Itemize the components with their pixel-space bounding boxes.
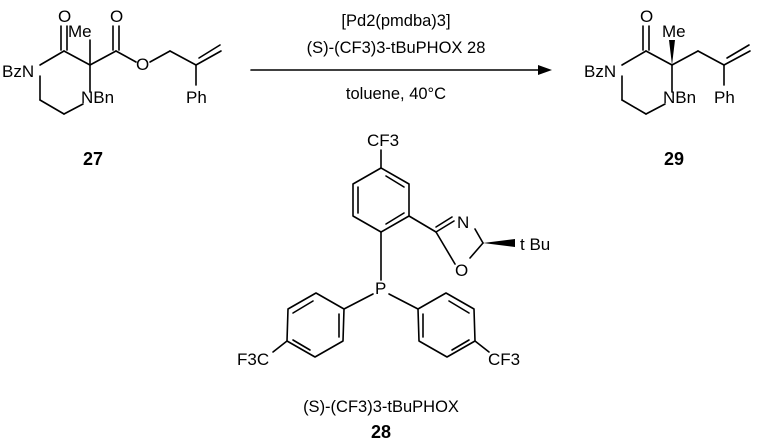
- cf3-left-label: F3C: [237, 350, 269, 369]
- sm-phenyl-label: Ph: [186, 88, 207, 107]
- product-methyl-label: Me: [662, 22, 686, 41]
- product-nbn-label: NBn: [663, 88, 696, 107]
- compound-label-27: 27: [83, 149, 103, 169]
- ligand-name-label: (S)-(CF3)3-tBuPHOX: [303, 398, 459, 416]
- oxazoline-o-label: O: [455, 261, 468, 280]
- starting-material-27: O O O Me BzN NBn Ph 27: [2, 7, 222, 169]
- oxazoline-n-label: N: [457, 213, 469, 232]
- product-phenyl-label: Ph: [714, 88, 735, 107]
- conditions-text: toluene, 40°C: [346, 85, 446, 103]
- product-carbonyl-o-label: O: [640, 7, 653, 26]
- ligand-28-structure: CF3 F3C CF3 N O P t Bu (S)-(CF3)3-tBuPHO…: [237, 131, 550, 442]
- reaction-arrow: [250, 65, 552, 75]
- sm-bzn-label: BzN: [2, 62, 34, 81]
- compound-label-28: 28: [371, 422, 391, 442]
- sm-ether-o-label: O: [136, 55, 149, 74]
- product-29: O Me BzN NBn Ph 29: [584, 7, 751, 169]
- cf3-top-label: CF3: [367, 131, 399, 150]
- catalyst-text: [Pd2(pmdba)3]: [341, 12, 450, 30]
- compound-label-29: 29: [664, 149, 684, 169]
- product-bzn-label: BzN: [584, 62, 616, 81]
- phosphorus-label: P: [375, 279, 386, 298]
- ligand-condition-text: (S)-(CF3)3-tBuPHOX 28: [307, 39, 486, 57]
- tbu-label: t Bu: [520, 235, 550, 254]
- sm-carbonyl-o-label: O: [58, 7, 71, 26]
- sm-methyl-label: Me: [68, 22, 92, 41]
- cf3-right-label: CF3: [488, 350, 520, 369]
- sm-nbn-label: NBn: [81, 88, 114, 107]
- sm-ester-o-label: O: [110, 7, 123, 26]
